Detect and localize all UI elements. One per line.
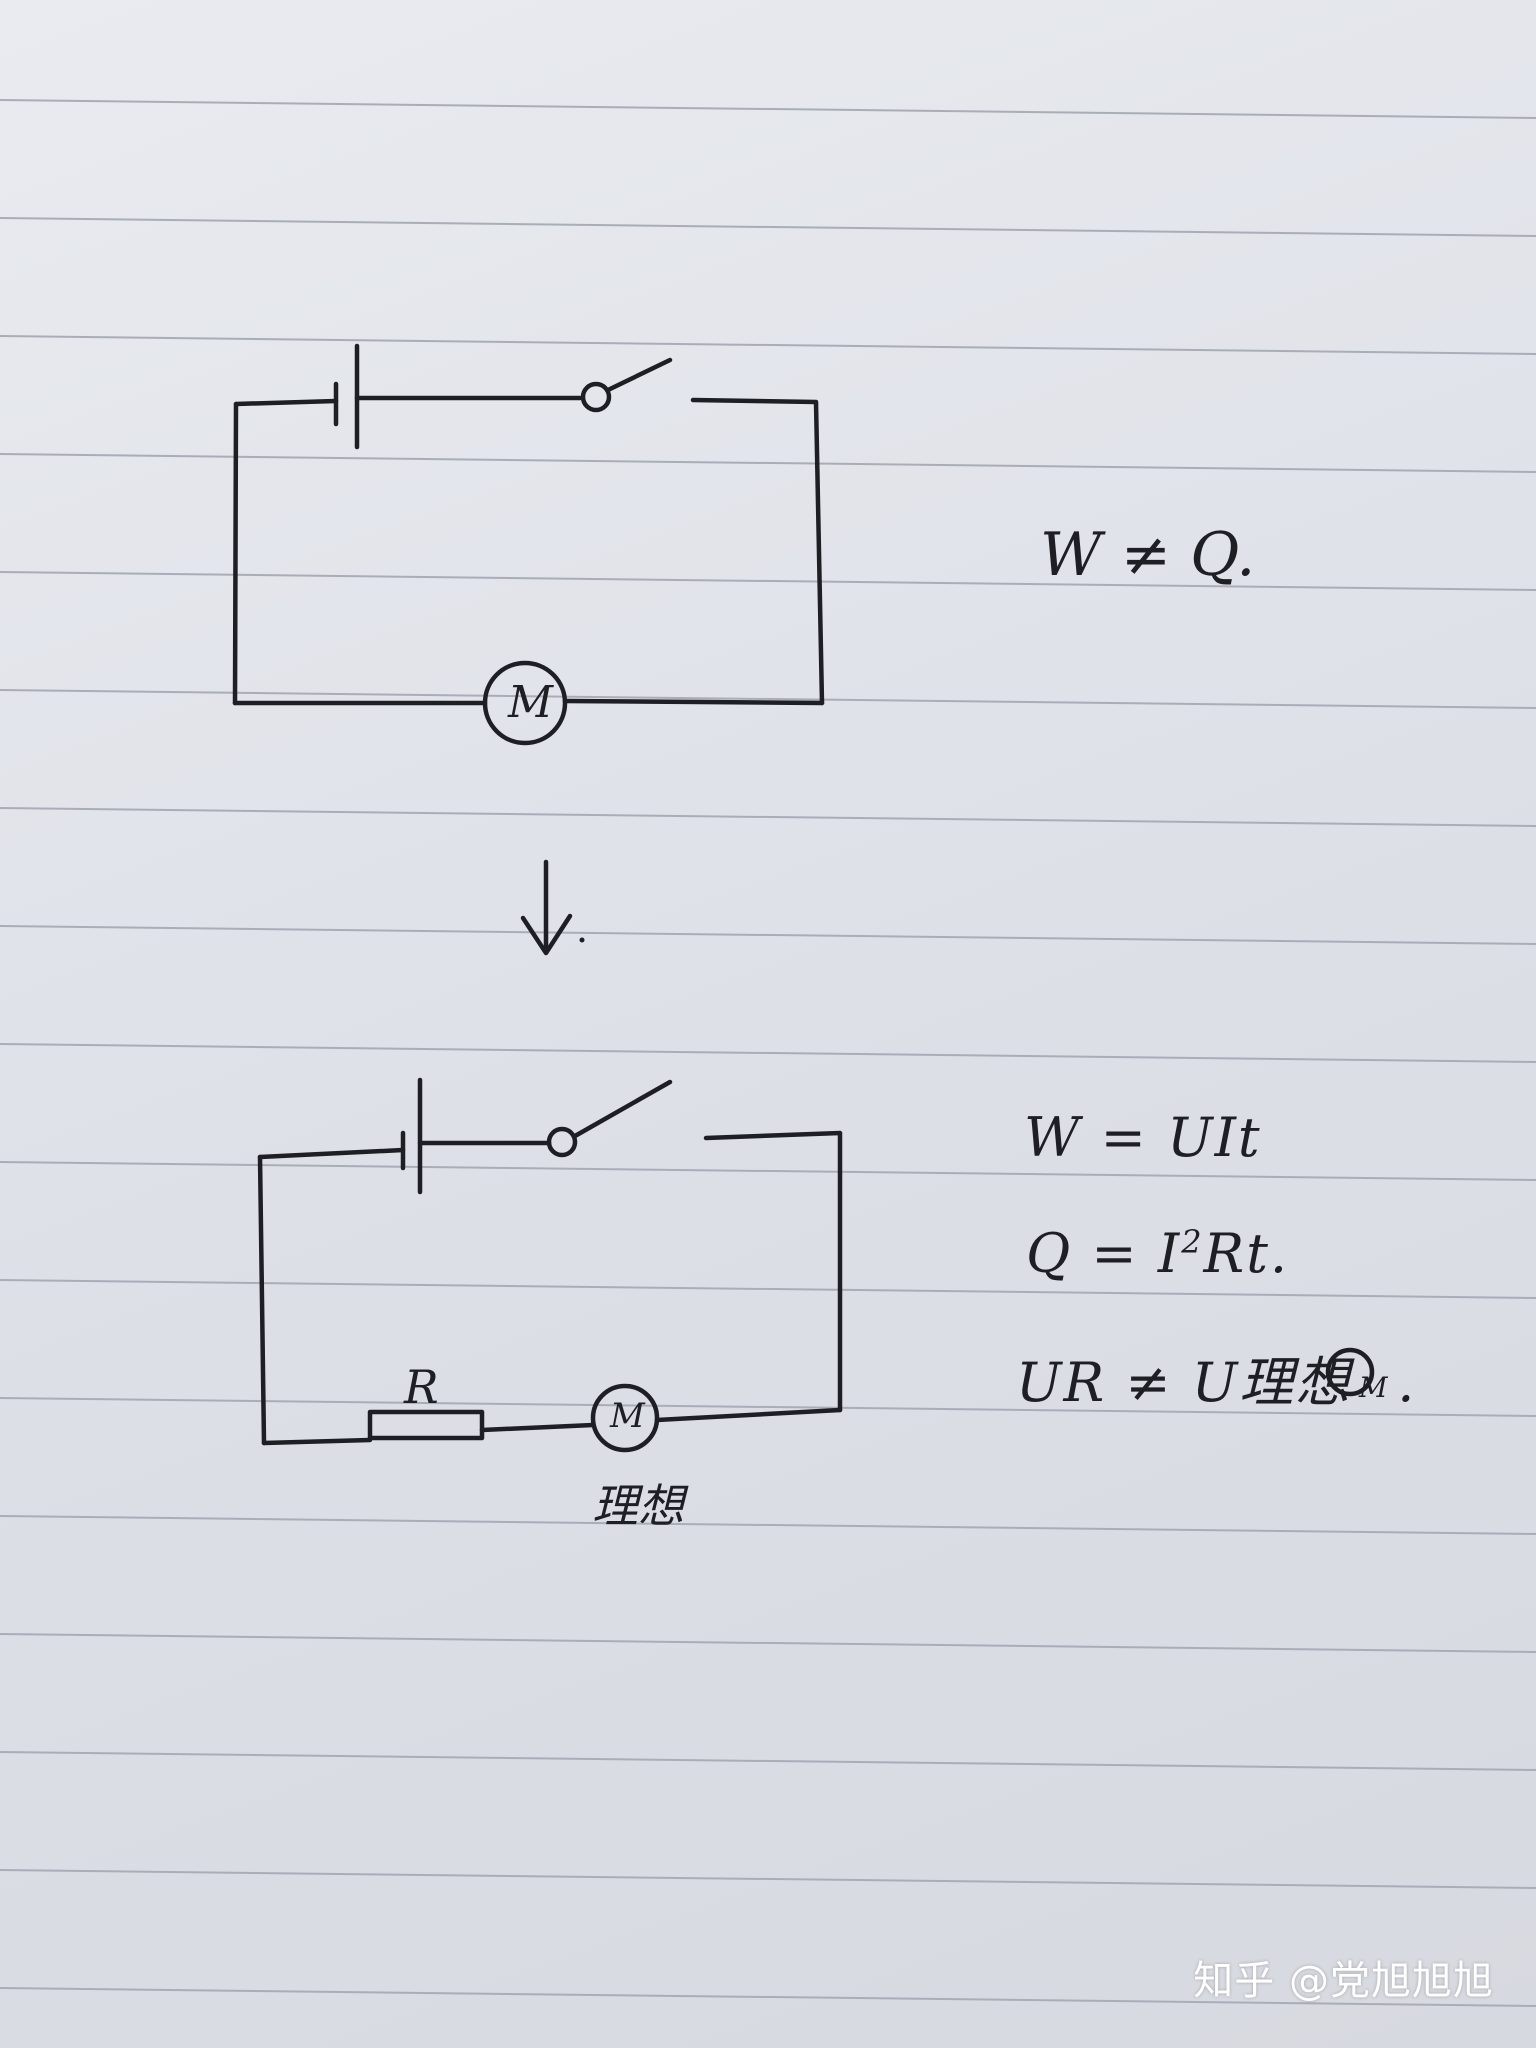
equation-heat: Q = I2Rt. xyxy=(1026,1222,1289,1285)
equation-heat-suffix: Rt. xyxy=(1203,1222,1290,1285)
rule-line xyxy=(0,1869,1536,1889)
rule-line xyxy=(0,1397,1536,1417)
watermark: 知乎 @党旭旭旭 xyxy=(1193,1958,1494,2004)
top-circuit-bottom-right-wire xyxy=(562,698,825,706)
rule-line xyxy=(0,807,1536,827)
rule-line xyxy=(0,1633,1536,1653)
top-switch-pivot xyxy=(580,381,612,413)
top-circuit-left-side xyxy=(232,401,239,706)
rule-line xyxy=(0,335,1536,355)
rule-line xyxy=(0,1515,1536,1535)
bottom-circuit-bottom-wire-b xyxy=(479,1422,596,1433)
bottom-switch-pivot xyxy=(546,1126,578,1158)
bottom-motor-label: M xyxy=(610,1396,645,1436)
top-motor-label: M xyxy=(508,677,554,728)
rule-line xyxy=(0,571,1536,591)
bottom-motor-circle xyxy=(590,1383,660,1453)
bottom-circuit-bottom-wire-c xyxy=(654,1407,843,1423)
rule-line xyxy=(0,217,1536,237)
rule-line xyxy=(0,1279,1536,1299)
equation-voltage-end: . xyxy=(1397,1351,1417,1414)
rule-line xyxy=(0,99,1536,119)
top-circuit-right-wire xyxy=(690,397,825,706)
equation-work: W = UIt xyxy=(1024,1106,1262,1169)
rule-line xyxy=(0,689,1536,709)
arrow-dot xyxy=(579,937,585,943)
rule-line xyxy=(0,1987,1536,2007)
bottom-circuit-bottom-wire-a xyxy=(261,1437,373,1446)
bottom-switch-blade xyxy=(572,1079,673,1139)
rule-line xyxy=(0,1751,1536,1771)
transition-arrow xyxy=(520,859,585,956)
bottom-resistor xyxy=(367,1409,485,1441)
top-switch-blade xyxy=(605,357,673,393)
ideal-motor-note: 理想 xyxy=(592,1479,684,1533)
equation-heat-exponent: 2 xyxy=(1181,1223,1204,1261)
top-equation: W ≠ Q. xyxy=(1040,520,1256,590)
bottom-circuit-left-wire xyxy=(257,1147,406,1160)
resistor-label: R xyxy=(404,1360,439,1414)
rule-line xyxy=(0,453,1536,473)
top-circuit xyxy=(232,343,825,746)
bottom-circuit xyxy=(257,1077,843,1453)
top-circuit-left-wire xyxy=(233,398,339,407)
bottom-circuit-left-side xyxy=(257,1154,267,1446)
equation-voltage-text: UR ≠ U理想 xyxy=(1016,1351,1352,1414)
bottom-circuit-right-wire xyxy=(703,1130,843,1413)
equation-voltage-motor-label: M xyxy=(1358,1370,1390,1404)
equation-motor-circle xyxy=(1325,1347,1375,1397)
rule-line xyxy=(0,1161,1536,1181)
top-motor-circle xyxy=(482,660,568,746)
rule-line xyxy=(0,1043,1536,1063)
arrow-head xyxy=(520,913,573,956)
rule-line xyxy=(0,925,1536,945)
equation-heat-prefix: Q = I xyxy=(1026,1222,1182,1285)
